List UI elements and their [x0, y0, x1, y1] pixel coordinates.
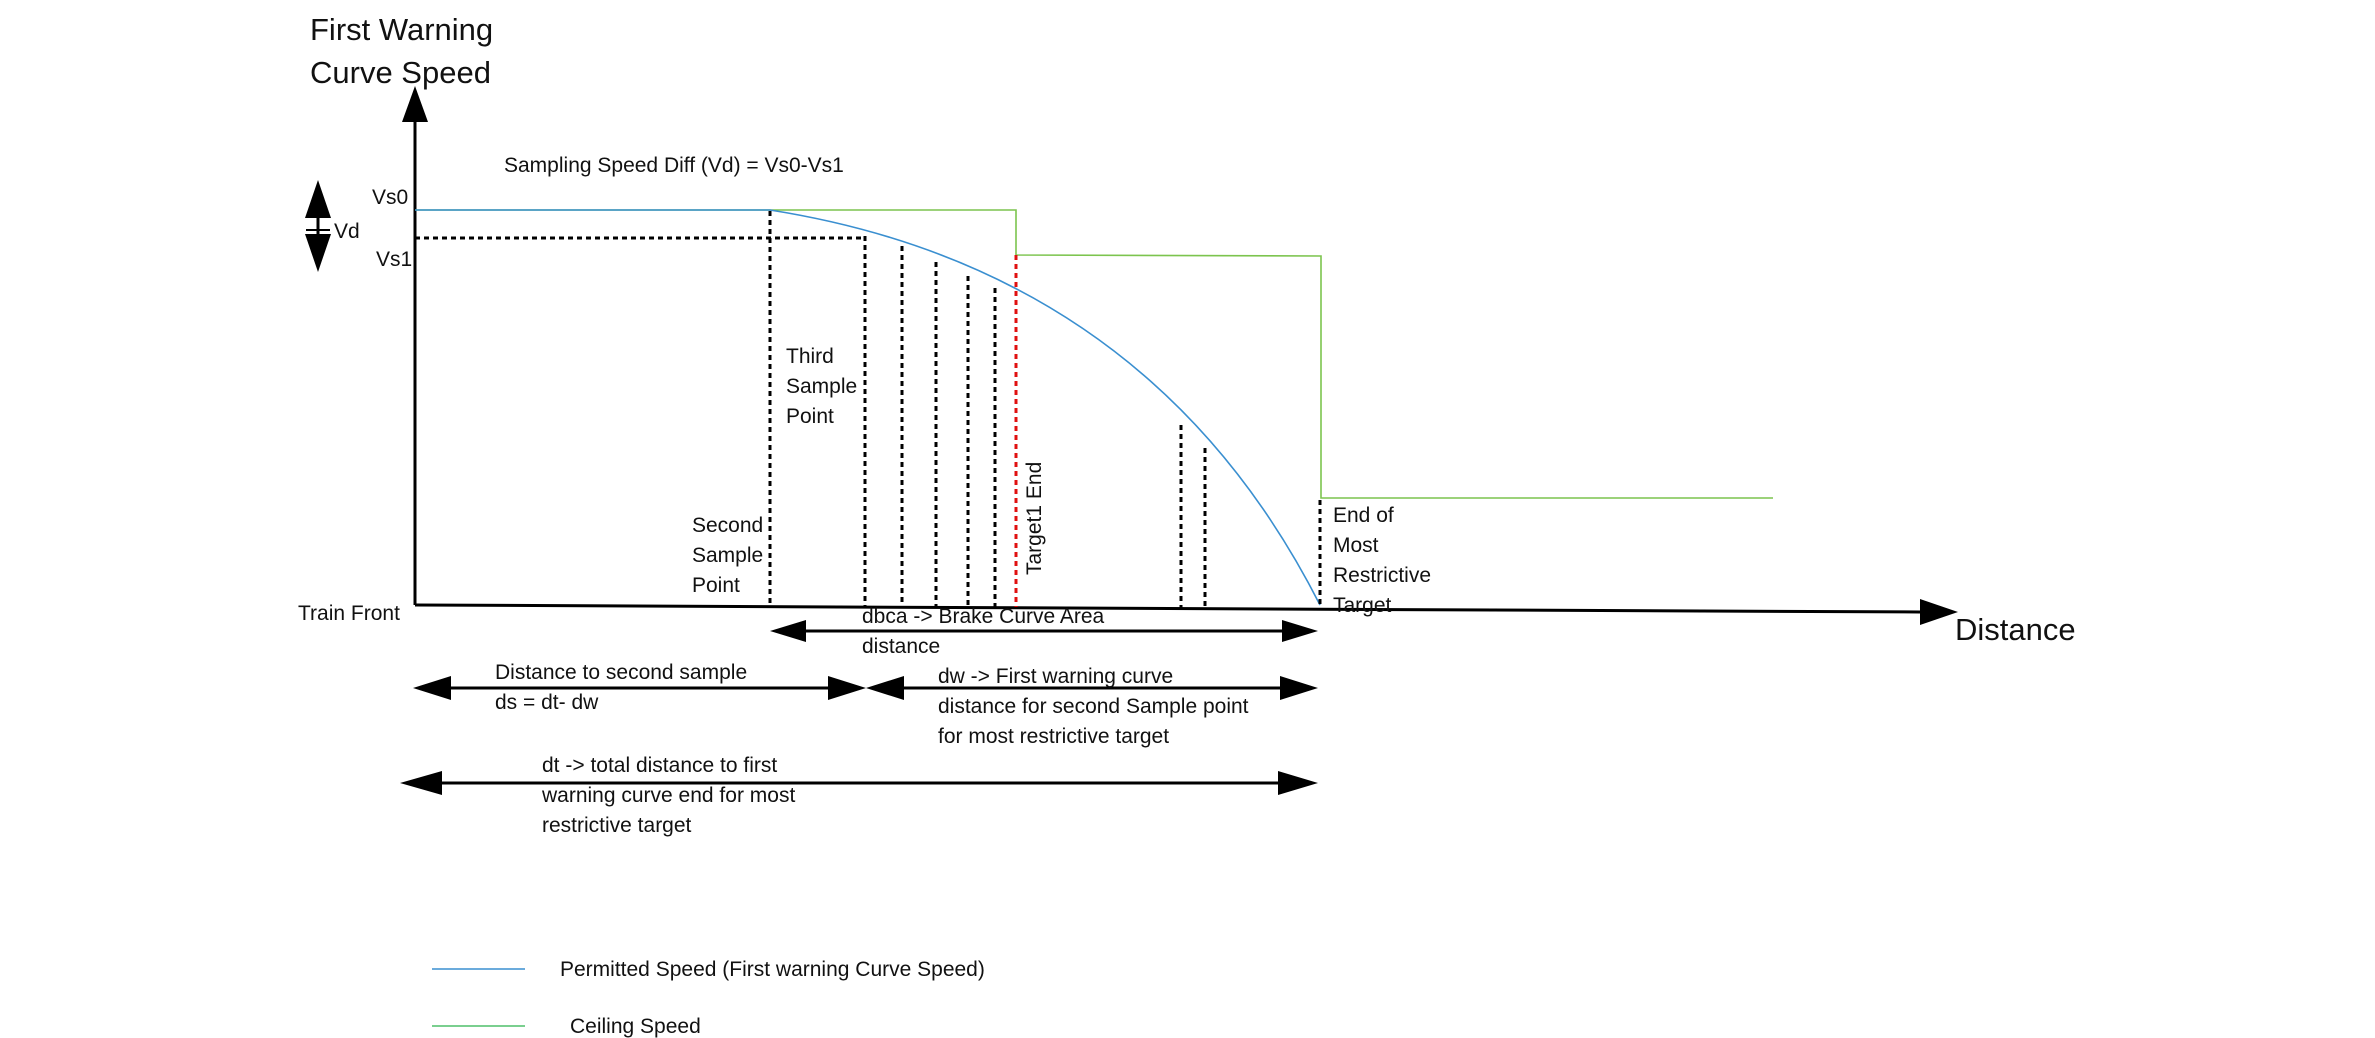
permitted-speed-curve: [415, 209, 1321, 606]
dw-label-1: dw -> First warning curve: [938, 665, 1173, 688]
y-axis-title-line1: First Warning: [310, 12, 493, 47]
dw-label-3: for most restrictive target: [938, 725, 1169, 748]
y-axis-arrowhead: [402, 86, 428, 122]
dw-arrow-right-head: [1280, 676, 1318, 700]
legend-label-permitted: Permitted Speed (First warning Curve Spe…: [560, 958, 985, 981]
second-sample-label-3: Point: [692, 574, 740, 597]
third-sample-label-2: Sample: [786, 375, 857, 398]
x-axis-line: [414, 603, 1921, 614]
vd-label: Vd: [334, 220, 360, 243]
origin-label: Train Front: [298, 602, 400, 625]
vd-arrow-down-head: [305, 234, 331, 272]
second-sample-label-2: Sample: [692, 544, 763, 567]
second-sample-label-1: Second: [692, 514, 763, 537]
dbca-label-1: dbca -> Brake Curve Area: [862, 605, 1105, 628]
dt-label-1: dt -> total distance to first: [542, 754, 777, 777]
target1-end-label: Target1 End: [1023, 462, 1046, 575]
ds-arrow-left-head: [413, 676, 451, 700]
most-restrictive-label-2: Most: [1333, 534, 1379, 557]
third-sample-label-3: Point: [786, 405, 834, 428]
dt-arrow-left-head: [400, 771, 442, 795]
dt-label-2: warning curve end for most: [541, 784, 795, 807]
dw-label-2: distance for second Sample point: [938, 695, 1249, 718]
x-axis-arrowhead: [1920, 599, 1958, 625]
dbca-label-2: distance: [862, 635, 940, 658]
vd-arrow-up-head: [305, 180, 331, 218]
dt-arrow-right-head: [1278, 771, 1318, 795]
ceiling-speed-line: [415, 209, 1773, 499]
most-restrictive-label-3: Restrictive: [1333, 564, 1431, 587]
third-sample-label-1: Third: [786, 345, 834, 368]
vs1-label: Vs1: [376, 248, 412, 271]
most-restrictive-label-1: End of: [1333, 504, 1394, 527]
dw-arrow-left-head: [866, 676, 904, 700]
ds-arrow-right-head: [828, 676, 866, 700]
sampling-diff-label: Sampling Speed Diff (Vd) = Vs0-Vs1: [504, 154, 844, 177]
vs0-label: Vs0: [372, 186, 408, 209]
dbca-arrow-right-head: [1282, 620, 1318, 642]
dbca-arrow-left-head: [770, 620, 806, 642]
x-axis-title: Distance: [1955, 612, 2076, 647]
most-restrictive-label-4: Target: [1333, 594, 1392, 617]
dt-label-3: restrictive target: [542, 814, 692, 837]
legend-label-ceiling: Ceiling Speed: [570, 1015, 701, 1038]
ds-label-2: ds = dt- dw: [495, 691, 599, 714]
ds-label-1: Distance to second sample: [495, 661, 747, 684]
y-axis-title-line2: Curve Speed: [310, 55, 491, 90]
